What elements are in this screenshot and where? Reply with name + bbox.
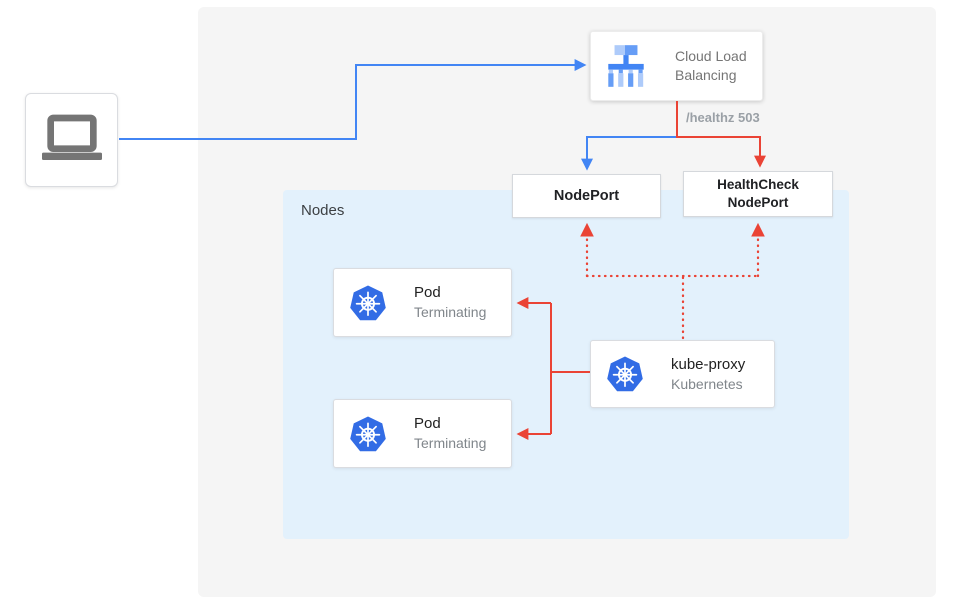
client-device-card	[25, 93, 118, 187]
cloud-load-balancing-card: Cloud Load Balancing	[590, 31, 763, 101]
cloud-load-balancing-label: Cloud Load Balancing	[675, 48, 747, 83]
kubernetes-icon	[349, 415, 387, 453]
pod-status: Terminating	[414, 435, 487, 451]
pod-name: Pod	[414, 284, 441, 301]
pod-name: Pod	[414, 415, 441, 432]
pod-terminating-card-1: Pod Terminating	[333, 268, 512, 337]
healthcheck-nodeport-label: HealthCheck NodePort	[717, 177, 799, 210]
pod-status: Terminating	[414, 304, 487, 320]
cloud-load-balancing-icon	[608, 45, 644, 87]
laptop-icon	[41, 114, 102, 160]
kubernetes-icon	[349, 284, 387, 322]
nodeport-box: NodePort	[512, 174, 661, 218]
kube-proxy-name: kube-proxy	[671, 355, 746, 373]
nodes-region-label: Nodes	[301, 202, 345, 219]
pod-terminating-card-2: Pod Terminating	[333, 399, 512, 468]
kubernetes-icon	[606, 355, 644, 393]
nodeport-label: NodePort	[553, 188, 620, 204]
kube-proxy-subtitle: Kubernetes	[671, 375, 743, 392]
kube-proxy-card: kube-proxy Kubernetes	[590, 340, 775, 408]
healthz-503-label: /healthz 503	[686, 110, 760, 125]
healthcheck-nodeport-box: HealthCheck NodePort	[683, 171, 833, 217]
